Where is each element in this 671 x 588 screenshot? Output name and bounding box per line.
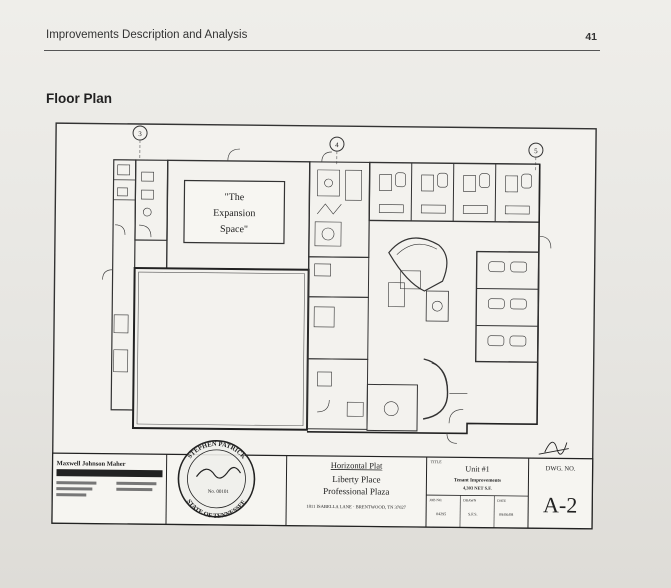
page-number: 41 xyxy=(585,31,597,43)
project-name-line-1: Liberty Place xyxy=(332,474,380,485)
signature-mark xyxy=(538,441,569,455)
expansion-space-room: "The Expansion Space" xyxy=(165,159,311,271)
grid-marker-3: 3 xyxy=(132,125,148,159)
project-name-line-2: Professional Plaza xyxy=(323,486,389,497)
seal-signature xyxy=(195,466,242,479)
firm-address-line-3 xyxy=(56,493,87,497)
engineer-seal: STEPHEN PATRICK STATE OF TENNESSEE No. 0… xyxy=(177,440,256,520)
date-label: DATE xyxy=(497,499,506,503)
floor-plan-sheet: 3 4 5 xyxy=(46,119,610,545)
seal-number: No. 00101 xyxy=(208,490,230,495)
project-address: 1811 ISABELLA LANE · BRENTWOOD, TN 37027 xyxy=(306,504,406,511)
unit-label: Unit #1 xyxy=(465,464,489,473)
grid-marker-3-label: 3 xyxy=(138,130,142,138)
firm-name: Maxwell Johnson Maher xyxy=(57,460,126,468)
exam-rooms-top xyxy=(368,161,541,223)
dwg-no-label: DWG. NO. xyxy=(546,465,576,472)
firm-phone-line-2 xyxy=(116,487,153,492)
job-no-label: JOB NO. xyxy=(429,498,442,502)
lower-large-room-inner xyxy=(136,271,305,427)
dwg-number: A-2 xyxy=(543,492,577,517)
firm-phone-line-1 xyxy=(116,481,157,486)
header-title: Improvements Description and Analysis xyxy=(46,29,248,41)
description-line-2: 4,303 NET S.F. xyxy=(463,485,492,490)
reception-desk xyxy=(387,237,449,420)
floor-plan-drawing: 3 4 5 xyxy=(51,122,597,530)
project-type: Horizontal Plat xyxy=(331,460,383,471)
lower-center-rooms xyxy=(346,383,468,432)
firm-address-line-1 xyxy=(56,481,97,485)
exam-rooms-right xyxy=(474,250,540,363)
door-swings xyxy=(102,148,552,444)
firm-bar xyxy=(56,469,163,478)
grid-marker-5-label: 5 xyxy=(534,147,538,155)
expansion-label-line-1: "The xyxy=(225,192,245,203)
drawn-label: DRAWN xyxy=(463,498,476,502)
drawn-value: S.F.S. xyxy=(468,511,477,516)
date-value: 09/06/08 xyxy=(499,512,513,517)
title-block: Maxwell Johnson Maher STEPHEN PATRICK xyxy=(51,440,594,530)
expansion-label-line-3: Space" xyxy=(220,224,248,235)
title-caption: TITLE xyxy=(431,459,443,464)
expansion-label-line-2: Expansion xyxy=(213,208,255,219)
section-title: Floor Plan xyxy=(46,91,113,106)
job-no: 04295 xyxy=(436,511,446,516)
firm-address-line-2 xyxy=(56,487,93,491)
description-line-1: Tenant Improvements xyxy=(454,478,501,483)
grid-marker-4-label: 4 xyxy=(335,141,339,149)
header-rule xyxy=(44,50,600,51)
